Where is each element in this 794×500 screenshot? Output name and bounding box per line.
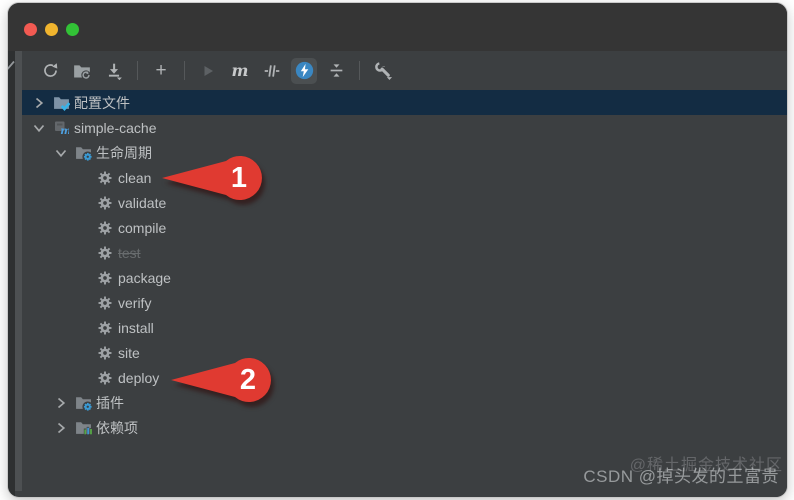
maven-toolbar: + m <box>22 51 787 90</box>
stray-check-icon <box>8 57 17 78</box>
toolbar-divider <box>359 61 360 80</box>
item-label: validate <box>118 194 167 211</box>
generate-sources-folder-icon[interactable] <box>69 58 95 84</box>
chevron-icon[interactable] <box>28 115 50 140</box>
gear-icon <box>94 315 116 340</box>
gear-icon <box>94 165 116 190</box>
gear-icon <box>94 240 116 265</box>
tree-item-profiles[interactable]: 配置文件 <box>22 90 787 115</box>
item-label: 生命周期 <box>96 144 152 161</box>
chevron-icon <box>72 365 94 390</box>
gear-icon <box>94 365 116 390</box>
tree-item-clean[interactable]: clean <box>22 165 787 190</box>
maven-module-icon: m <box>50 115 72 140</box>
left-scroll-strip <box>15 51 22 491</box>
folder-bars-icon <box>72 415 94 440</box>
gear-icon <box>94 215 116 240</box>
chevron-icon <box>72 340 94 365</box>
gear-icon <box>94 290 116 315</box>
close-button[interactable] <box>24 23 37 36</box>
chevron-icon[interactable] <box>28 90 50 115</box>
folder-gear-icon <box>72 140 94 165</box>
svg-text:m: m <box>60 125 69 136</box>
left-edge-strip <box>8 51 15 497</box>
item-label: verify <box>118 294 152 311</box>
chevron-icon <box>72 290 94 315</box>
collapse-all-icon[interactable] <box>323 58 349 84</box>
item-label: compile <box>118 219 167 236</box>
tree-item-test[interactable]: test <box>22 240 787 265</box>
chevron-icon <box>72 190 94 215</box>
tree-item-validate[interactable]: validate <box>22 190 787 215</box>
chevron-icon[interactable] <box>50 140 72 165</box>
maven-settings-wrench-icon[interactable] <box>370 58 396 84</box>
item-label: package <box>118 269 171 286</box>
run-icon[interactable] <box>195 58 221 84</box>
chevron-icon <box>72 165 94 190</box>
execute-maven-goal-icon[interactable]: m <box>231 60 249 80</box>
offline-mode-lightning-icon[interactable] <box>291 57 317 84</box>
chevron-icon <box>72 315 94 340</box>
minimize-button[interactable] <box>45 23 58 36</box>
folder-gear-icon <box>72 390 94 415</box>
item-label: clean <box>118 169 152 186</box>
item-label: test <box>118 244 141 261</box>
gear-icon <box>94 340 116 365</box>
ide-window: + m <box>8 3 787 497</box>
tree-item-lifecycle[interactable]: 生命周期 <box>22 140 787 165</box>
chevron-icon[interactable] <box>50 390 72 415</box>
tree-item-install[interactable]: install <box>22 315 787 340</box>
tree-item-dependencies[interactable]: 依赖项 <box>22 415 787 440</box>
item-label: install <box>118 319 154 336</box>
item-label: 配置文件 <box>74 94 130 111</box>
add-icon[interactable]: + <box>155 60 167 81</box>
tree-item-compile[interactable]: compile <box>22 215 787 240</box>
reimport-sync-icon[interactable] <box>37 58 63 84</box>
zoom-button[interactable] <box>66 23 79 36</box>
folder-check-icon <box>50 90 72 115</box>
gear-icon <box>94 265 116 290</box>
tree-item-verify[interactable]: verify <box>22 290 787 315</box>
tree-item-package[interactable]: package <box>22 265 787 290</box>
item-label: 依赖项 <box>96 419 138 436</box>
toolbar-divider <box>137 61 138 80</box>
chevron-icon <box>72 240 94 265</box>
tree-item-deploy[interactable]: deploy <box>22 365 787 390</box>
traffic-lights <box>24 23 79 36</box>
item-label: 插件 <box>96 394 124 411</box>
maven-project-tree: 配置文件 m simple-cache 生命周期 clean validate … <box>22 90 787 497</box>
chevron-icon <box>72 265 94 290</box>
toolbar-divider <box>184 61 185 80</box>
skip-tests-icon[interactable] <box>259 58 285 84</box>
gear-icon <box>94 190 116 215</box>
tree-item-site[interactable]: site <box>22 340 787 365</box>
tree-item-plugins[interactable]: 插件 <box>22 390 787 415</box>
tree-item-simple-cache[interactable]: m simple-cache <box>22 115 787 140</box>
item-label: site <box>118 344 140 361</box>
item-label: deploy <box>118 369 160 386</box>
item-label: simple-cache <box>74 119 157 136</box>
chevron-icon <box>72 215 94 240</box>
download-sources-icon[interactable] <box>101 58 127 84</box>
title-bar <box>8 3 787 51</box>
chevron-icon[interactable] <box>50 415 72 440</box>
